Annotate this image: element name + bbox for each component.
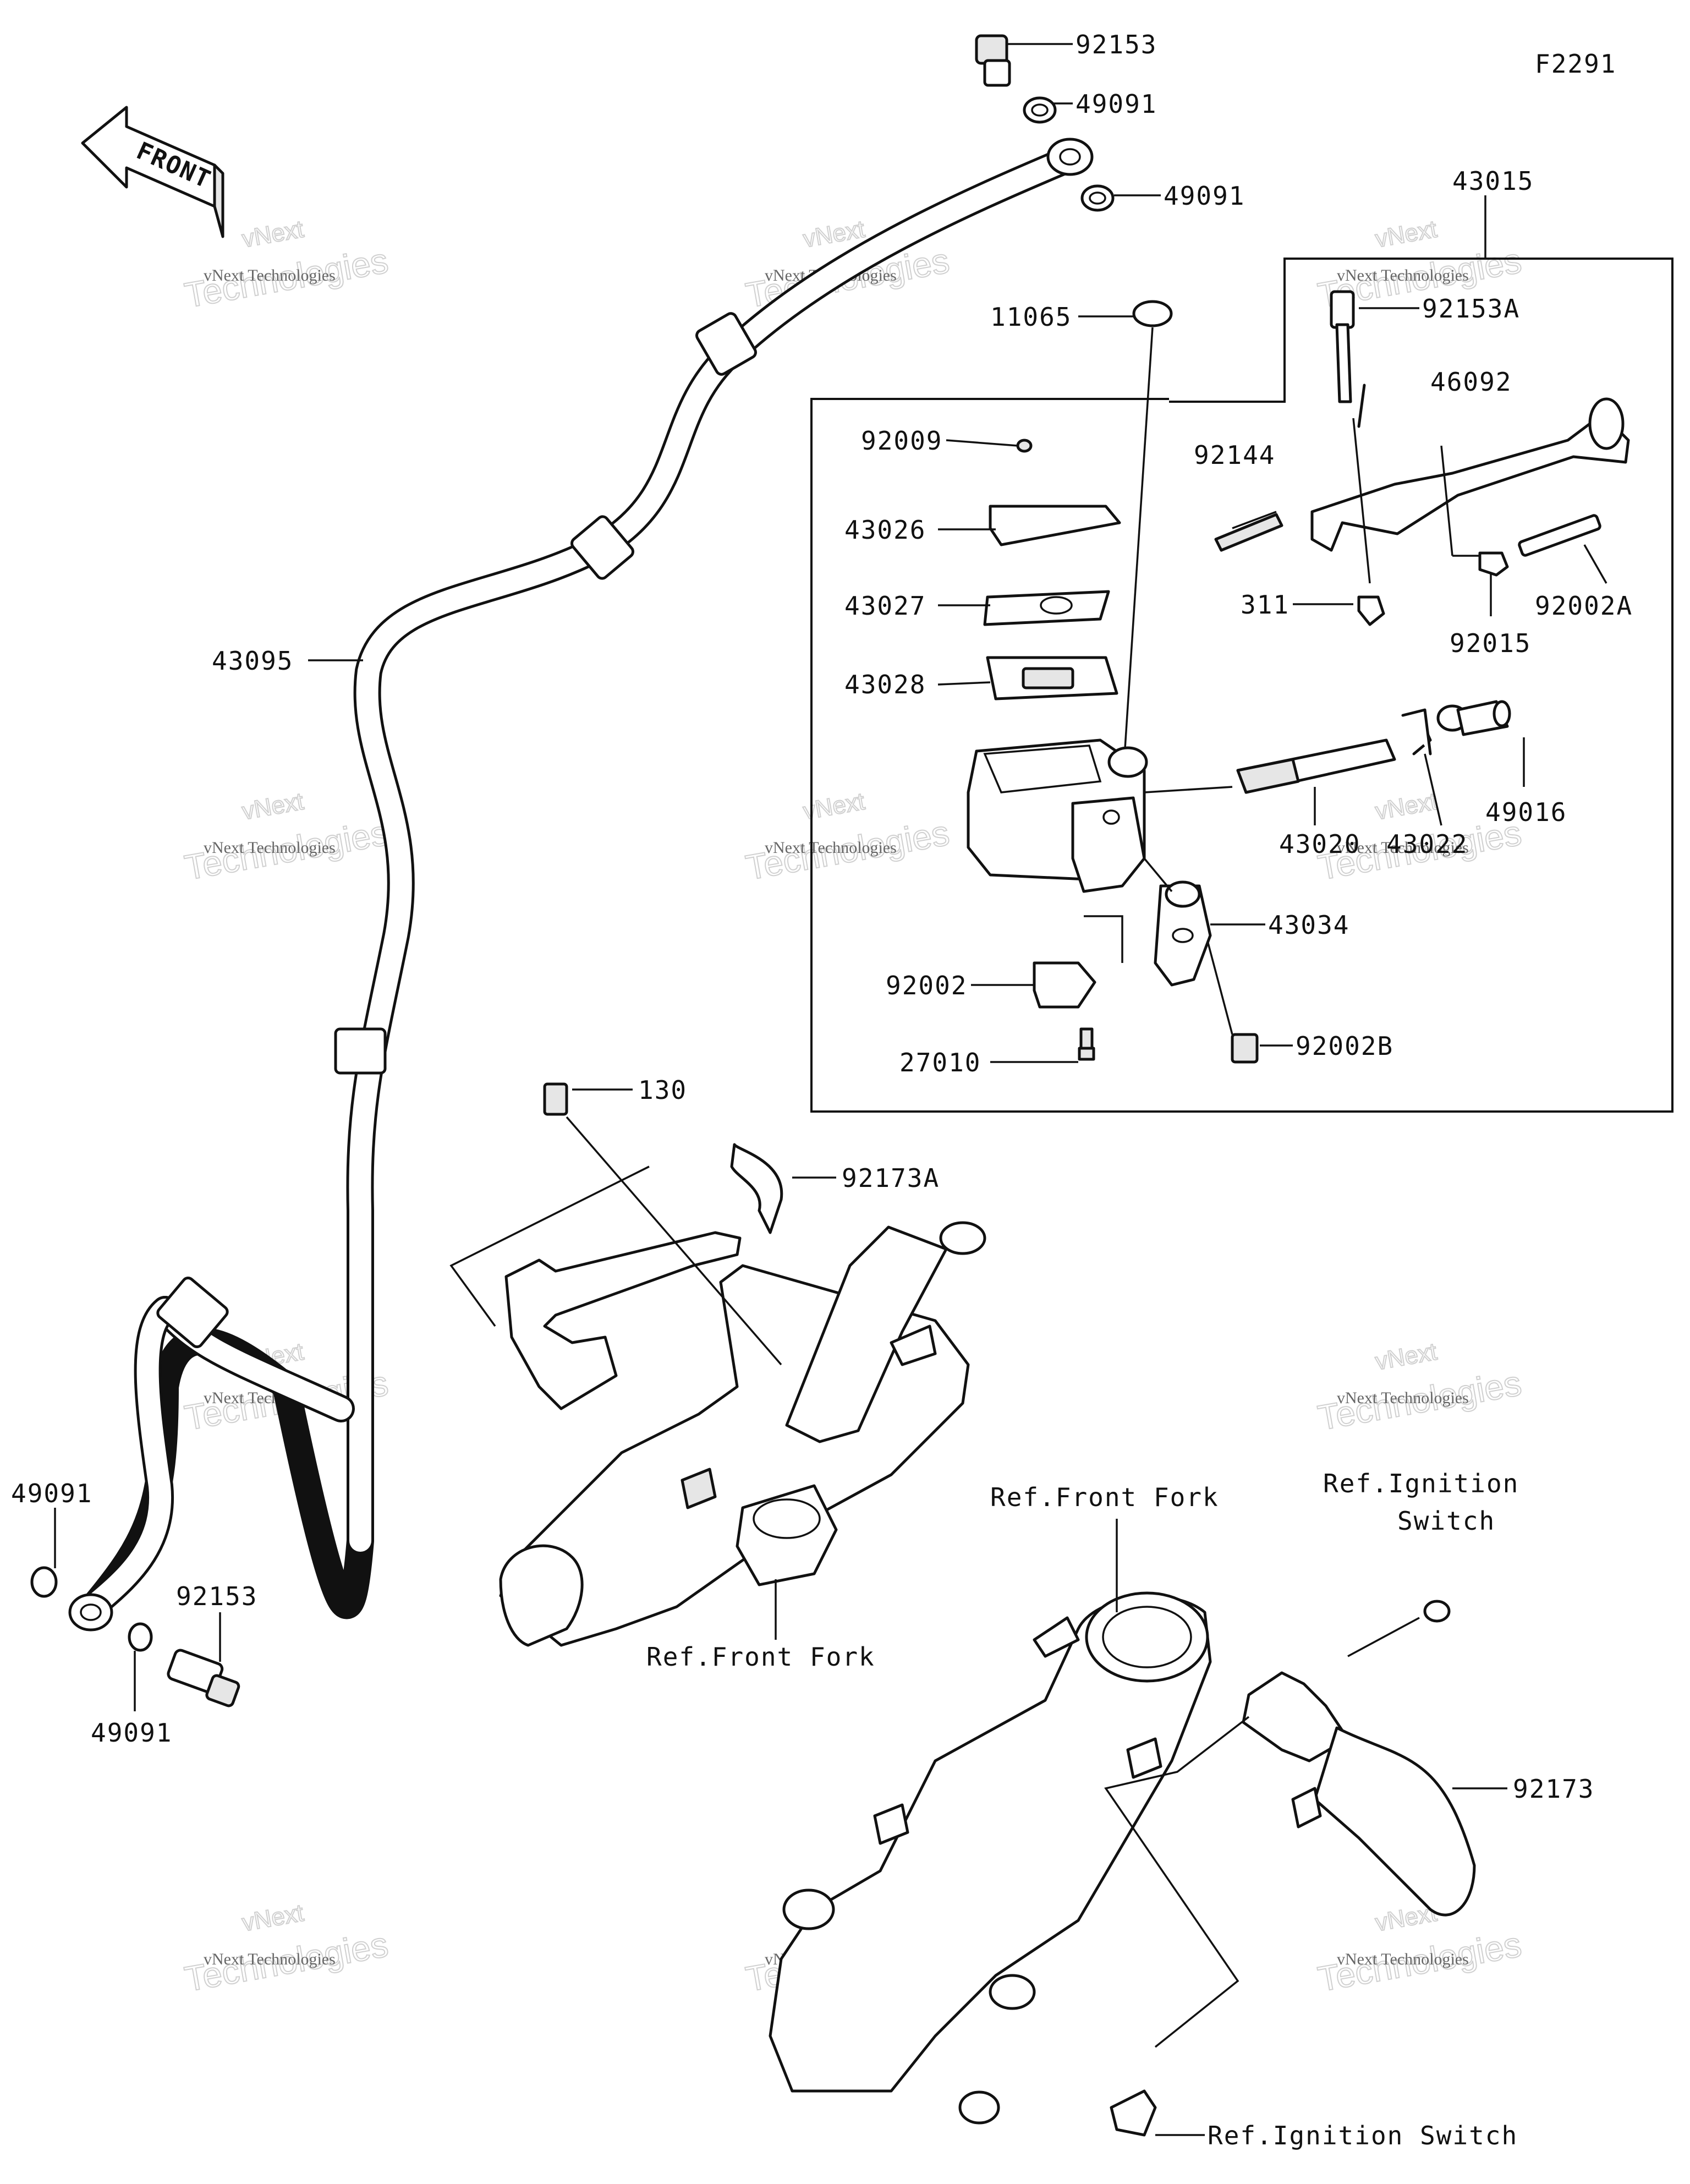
label-92002B: 92002B (1296, 1031, 1393, 1061)
watermark-text: vNext Technologies (204, 1950, 336, 1968)
watermark-text: vNext Technologies (204, 839, 336, 857)
watermark-small: vNext (240, 788, 305, 825)
label-ref-ignition-b: Ref.Ignition Switch (1208, 2121, 1518, 2150)
watermark-text: vNext Technologies (1337, 839, 1469, 857)
banjo-bolt-top (975, 34, 1115, 212)
figure-code: F2291 (1535, 49, 1616, 79)
label-43015: 43015 (1452, 166, 1534, 196)
clamp (1154, 880, 1259, 1064)
watermark-text: vNext Technologies (765, 839, 897, 857)
label-92173A: 92173A (842, 1163, 940, 1193)
label-311: 311 (1241, 590, 1290, 620)
label-92153A: 92153A (1422, 294, 1520, 324)
watermark-text: vNext Technologies (1337, 266, 1469, 284)
label-43022: 43022 (1386, 829, 1468, 859)
label-46092: 46092 (1430, 367, 1512, 397)
label-49091-d: 49091 (91, 1718, 172, 1748)
assembly-box (810, 195, 1673, 1113)
front-arrow-icon: FRONT (81, 106, 224, 238)
label-43095: 43095 (212, 646, 293, 676)
watermark-text: vNext Technologies (1337, 1950, 1469, 1968)
label-92002A: 92002A (1535, 591, 1633, 621)
label-49091-c: 49091 (11, 1479, 92, 1508)
label-130: 130 (638, 1075, 687, 1105)
part-labels: 92153 49091 49091 43015 92153A 11065 460… (11, 30, 1633, 2150)
label-43020: 43020 (1279, 829, 1360, 859)
hose-guide-bracket (504, 1082, 783, 1410)
label-ref-front-fork-a: Ref.Front Fork (990, 1482, 1219, 1512)
label-92153-bottom: 92153 (176, 1581, 257, 1611)
piston-assembly (1236, 700, 1511, 794)
label-92015: 92015 (1450, 628, 1531, 658)
label-49091-a: 49091 (1076, 89, 1157, 119)
watermark-small: vNext (1373, 788, 1439, 825)
master-cylinder (967, 300, 1173, 1061)
leader-lines (54, 43, 1607, 2136)
label-92009: 92009 (861, 426, 942, 456)
label-43028: 43028 (844, 670, 926, 699)
label-ref-ignition-a-1: Ref.Ignition (1323, 1469, 1519, 1498)
watermark-small: vNext (1373, 216, 1439, 253)
brake-hose (68, 138, 1094, 1632)
ignition-bracket (1110, 1600, 1476, 2137)
watermark-small: vNext (240, 1900, 305, 1937)
label-43026: 43026 (844, 515, 926, 545)
triple-clamp (499, 1221, 986, 1647)
label-43027: 43027 (844, 591, 926, 621)
watermark-small: vNext (240, 216, 305, 253)
label-ref-front-fork-b: Ref.Front Fork (646, 1642, 875, 1672)
front-fork-lower (769, 1591, 1212, 2125)
label-49091-b: 49091 (1164, 181, 1245, 211)
label-11065: 11065 (990, 302, 1072, 332)
label-92144: 92144 (1194, 440, 1275, 470)
watermark-text: vNext Technologies (204, 266, 336, 284)
label-92173: 92173 (1513, 1774, 1594, 1804)
label-49016: 49016 (1485, 797, 1567, 827)
watermark-text: vNext Technologies (1337, 1389, 1469, 1407)
label-43034: 43034 (1268, 910, 1349, 940)
label-92002: 92002 (886, 971, 967, 1000)
banjo-bolt-bottom (30, 1566, 240, 1707)
label-92153-top: 92153 (1076, 30, 1157, 59)
label-ref-ignition-a-2: Switch (1397, 1506, 1495, 1536)
label-27010: 27010 (899, 1048, 981, 1077)
brake-lever (1214, 290, 1630, 756)
watermark-small: vNext (1373, 1338, 1439, 1376)
